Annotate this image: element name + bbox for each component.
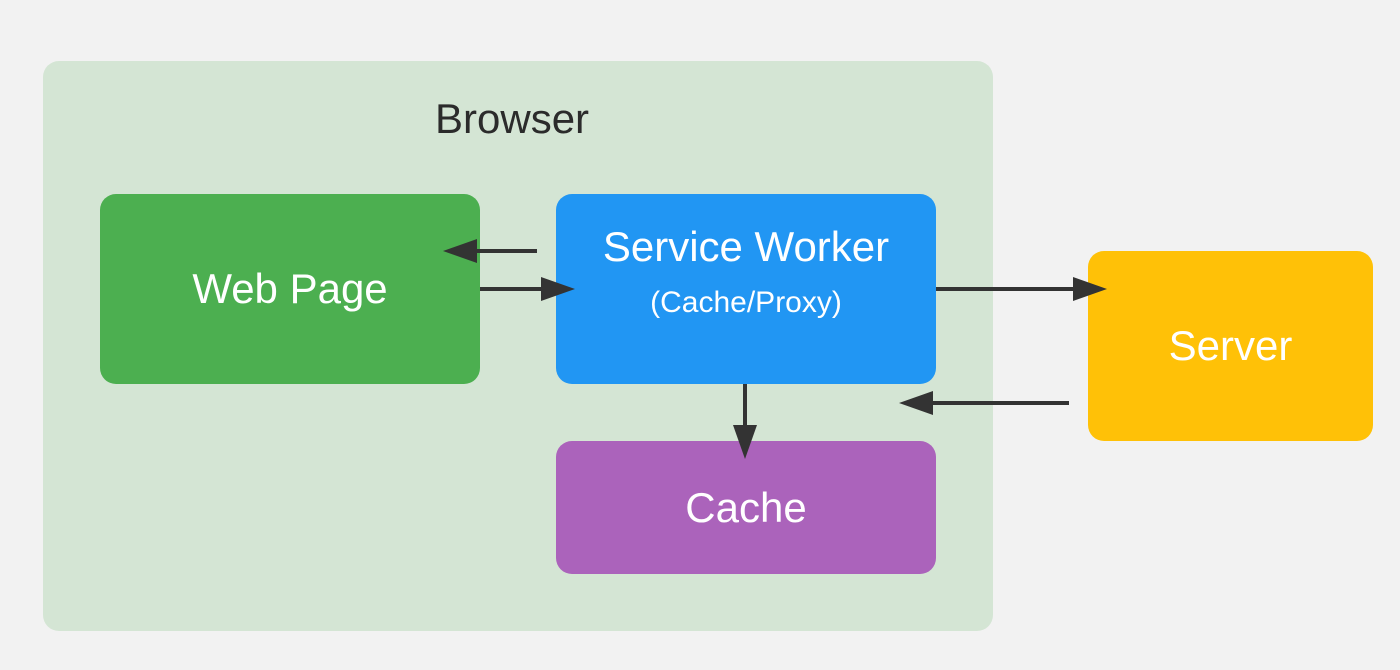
server-node: Server bbox=[1088, 251, 1373, 441]
browser-label: Browser bbox=[435, 95, 590, 142]
web-page-node: Web Page bbox=[100, 194, 480, 384]
server-label: Server bbox=[1168, 322, 1293, 369]
cache-label: Cache bbox=[685, 483, 807, 531]
service-worker-node: Service Worker (Cache/Proxy) bbox=[556, 194, 936, 384]
cache-node: Cache bbox=[556, 441, 936, 574]
service-worker-label: Service Worker bbox=[602, 223, 890, 270]
service-worker-sublabel: (Cache/Proxy) bbox=[650, 286, 842, 319]
web-page-label: Web Page bbox=[192, 265, 388, 312]
